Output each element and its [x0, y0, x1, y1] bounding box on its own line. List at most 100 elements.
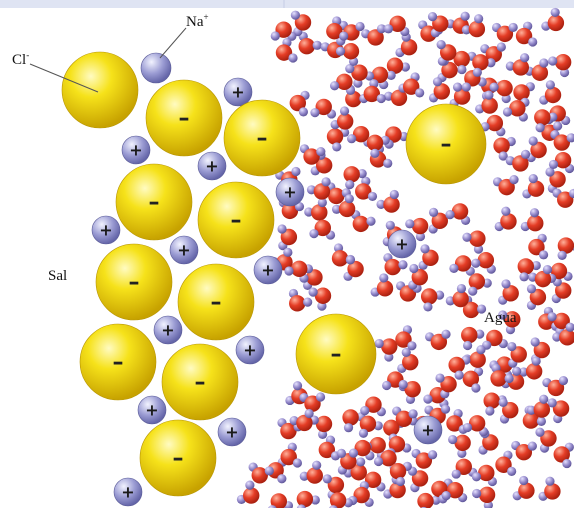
sodium-ion: +	[217, 417, 247, 447]
oxygen-atom	[534, 109, 551, 126]
oxygen-atom	[347, 260, 364, 278]
hydrogen-atom	[461, 82, 471, 92]
chloride-ion: –	[177, 263, 255, 341]
hydrogen-atom	[321, 177, 331, 187]
positive-charge-sign: +	[121, 483, 134, 502]
water-molecule	[359, 471, 386, 492]
oxygen-atom	[495, 456, 512, 473]
water-molecule	[395, 32, 418, 58]
chloride-ion: –	[223, 99, 301, 177]
water-molecule	[445, 283, 469, 308]
water-molecule	[471, 251, 496, 274]
oxygen-atom	[342, 409, 359, 426]
hydrogen-atom	[291, 166, 301, 177]
water-molecule	[330, 106, 354, 130]
water-molecule	[435, 373, 457, 399]
hydrogen-atom	[398, 379, 408, 390]
water-label: Agua	[484, 310, 517, 326]
hydrogen-atom	[373, 456, 384, 467]
hydrogen-atom	[292, 381, 303, 391]
hydrogen-atom	[531, 356, 541, 366]
hydrogen-atom	[264, 466, 274, 476]
hydrogen-atom	[315, 392, 326, 402]
oxygen-atom	[547, 379, 565, 397]
hydrogen-atom	[485, 406, 495, 416]
hydrogen-atom	[331, 204, 342, 214]
water-molecule	[270, 21, 297, 41]
hydrogen-atom	[498, 310, 508, 320]
oxygen-atom	[553, 312, 570, 330]
water-molecule	[528, 233, 549, 260]
hydrogen-atom	[440, 404, 451, 414]
water-molecule	[398, 379, 421, 405]
hydrogen-atom	[303, 297, 313, 307]
water-molecule	[299, 144, 326, 165]
oxygen-atom	[431, 212, 448, 230]
oxygen-atom	[386, 57, 404, 74]
hydrogen-atom	[489, 82, 499, 92]
oxygen-atom	[296, 490, 314, 508]
hydrogen-atom	[527, 441, 537, 451]
hydrogen-atom	[476, 304, 487, 314]
water-molecule	[395, 325, 417, 351]
chloride-ion: –	[197, 181, 275, 259]
water-molecule	[355, 176, 378, 202]
water-molecule	[328, 492, 353, 513]
hydrogen-atom	[316, 147, 326, 157]
hydrogen-atom	[462, 422, 473, 433]
oxygen-atom	[280, 228, 298, 246]
water-molecule	[511, 440, 537, 461]
chloride-ion-labelled	[61, 51, 139, 129]
water-molecule	[546, 262, 573, 284]
water-molecule	[517, 258, 541, 282]
hydrogen-atom	[436, 40, 446, 50]
oxygen-atom	[364, 471, 382, 489]
salt-label: Sal	[48, 268, 68, 284]
oxygen-atom	[280, 422, 297, 440]
water-molecule	[405, 217, 429, 242]
positive-charge-sign: +	[177, 241, 190, 260]
positive-charge-sign: +	[261, 261, 274, 280]
hydrogen-atom	[310, 495, 320, 505]
oxygen-atom	[496, 79, 513, 97]
oxygen-atom	[531, 64, 549, 81]
hydrogen-atom	[245, 480, 255, 490]
hydrogen-atom	[408, 409, 418, 419]
oxygen-atom	[381, 338, 398, 355]
water-molecule	[428, 77, 450, 103]
water-molecule	[284, 260, 309, 283]
hydrogen-atom	[476, 345, 486, 355]
oxygen-atom	[483, 392, 500, 409]
oxygen-atom	[367, 29, 384, 46]
hydrogen-atom	[357, 169, 367, 179]
oxygen-atom	[315, 98, 332, 116]
water-molecule	[553, 442, 574, 469]
oxygen-atom	[366, 134, 384, 152]
hydrogen-atom	[441, 329, 451, 339]
hydrogen-atom	[405, 219, 415, 229]
hydrogen-atom	[552, 332, 562, 342]
oxygen-atom	[306, 269, 323, 286]
water-molecule	[449, 255, 475, 276]
water-molecule	[389, 461, 412, 487]
hydrogen-atom	[277, 224, 287, 234]
hydrogen-atom	[382, 380, 392, 391]
chloride-ion: –	[161, 343, 239, 421]
water-molecule	[498, 310, 521, 335]
water-molecule	[425, 329, 451, 351]
oxygen-atom	[498, 178, 515, 196]
hydrogen-atom	[284, 266, 294, 276]
oxygen-atom	[342, 43, 360, 60]
oxygen-atom	[303, 148, 320, 165]
hydrogen-atom	[498, 151, 508, 161]
water-molecule	[370, 273, 394, 297]
hydrogen-atom	[344, 194, 354, 204]
oxygen-atom	[314, 287, 332, 304]
hydrogen-atom	[526, 405, 536, 415]
water-molecules	[236, 7, 574, 513]
oxygen-atom	[517, 258, 534, 275]
positive-charge-sign: +	[421, 421, 434, 440]
hydrogen-atom	[520, 149, 531, 159]
hydrogen-atom	[332, 142, 342, 152]
hydrogen-atom	[501, 206, 511, 216]
